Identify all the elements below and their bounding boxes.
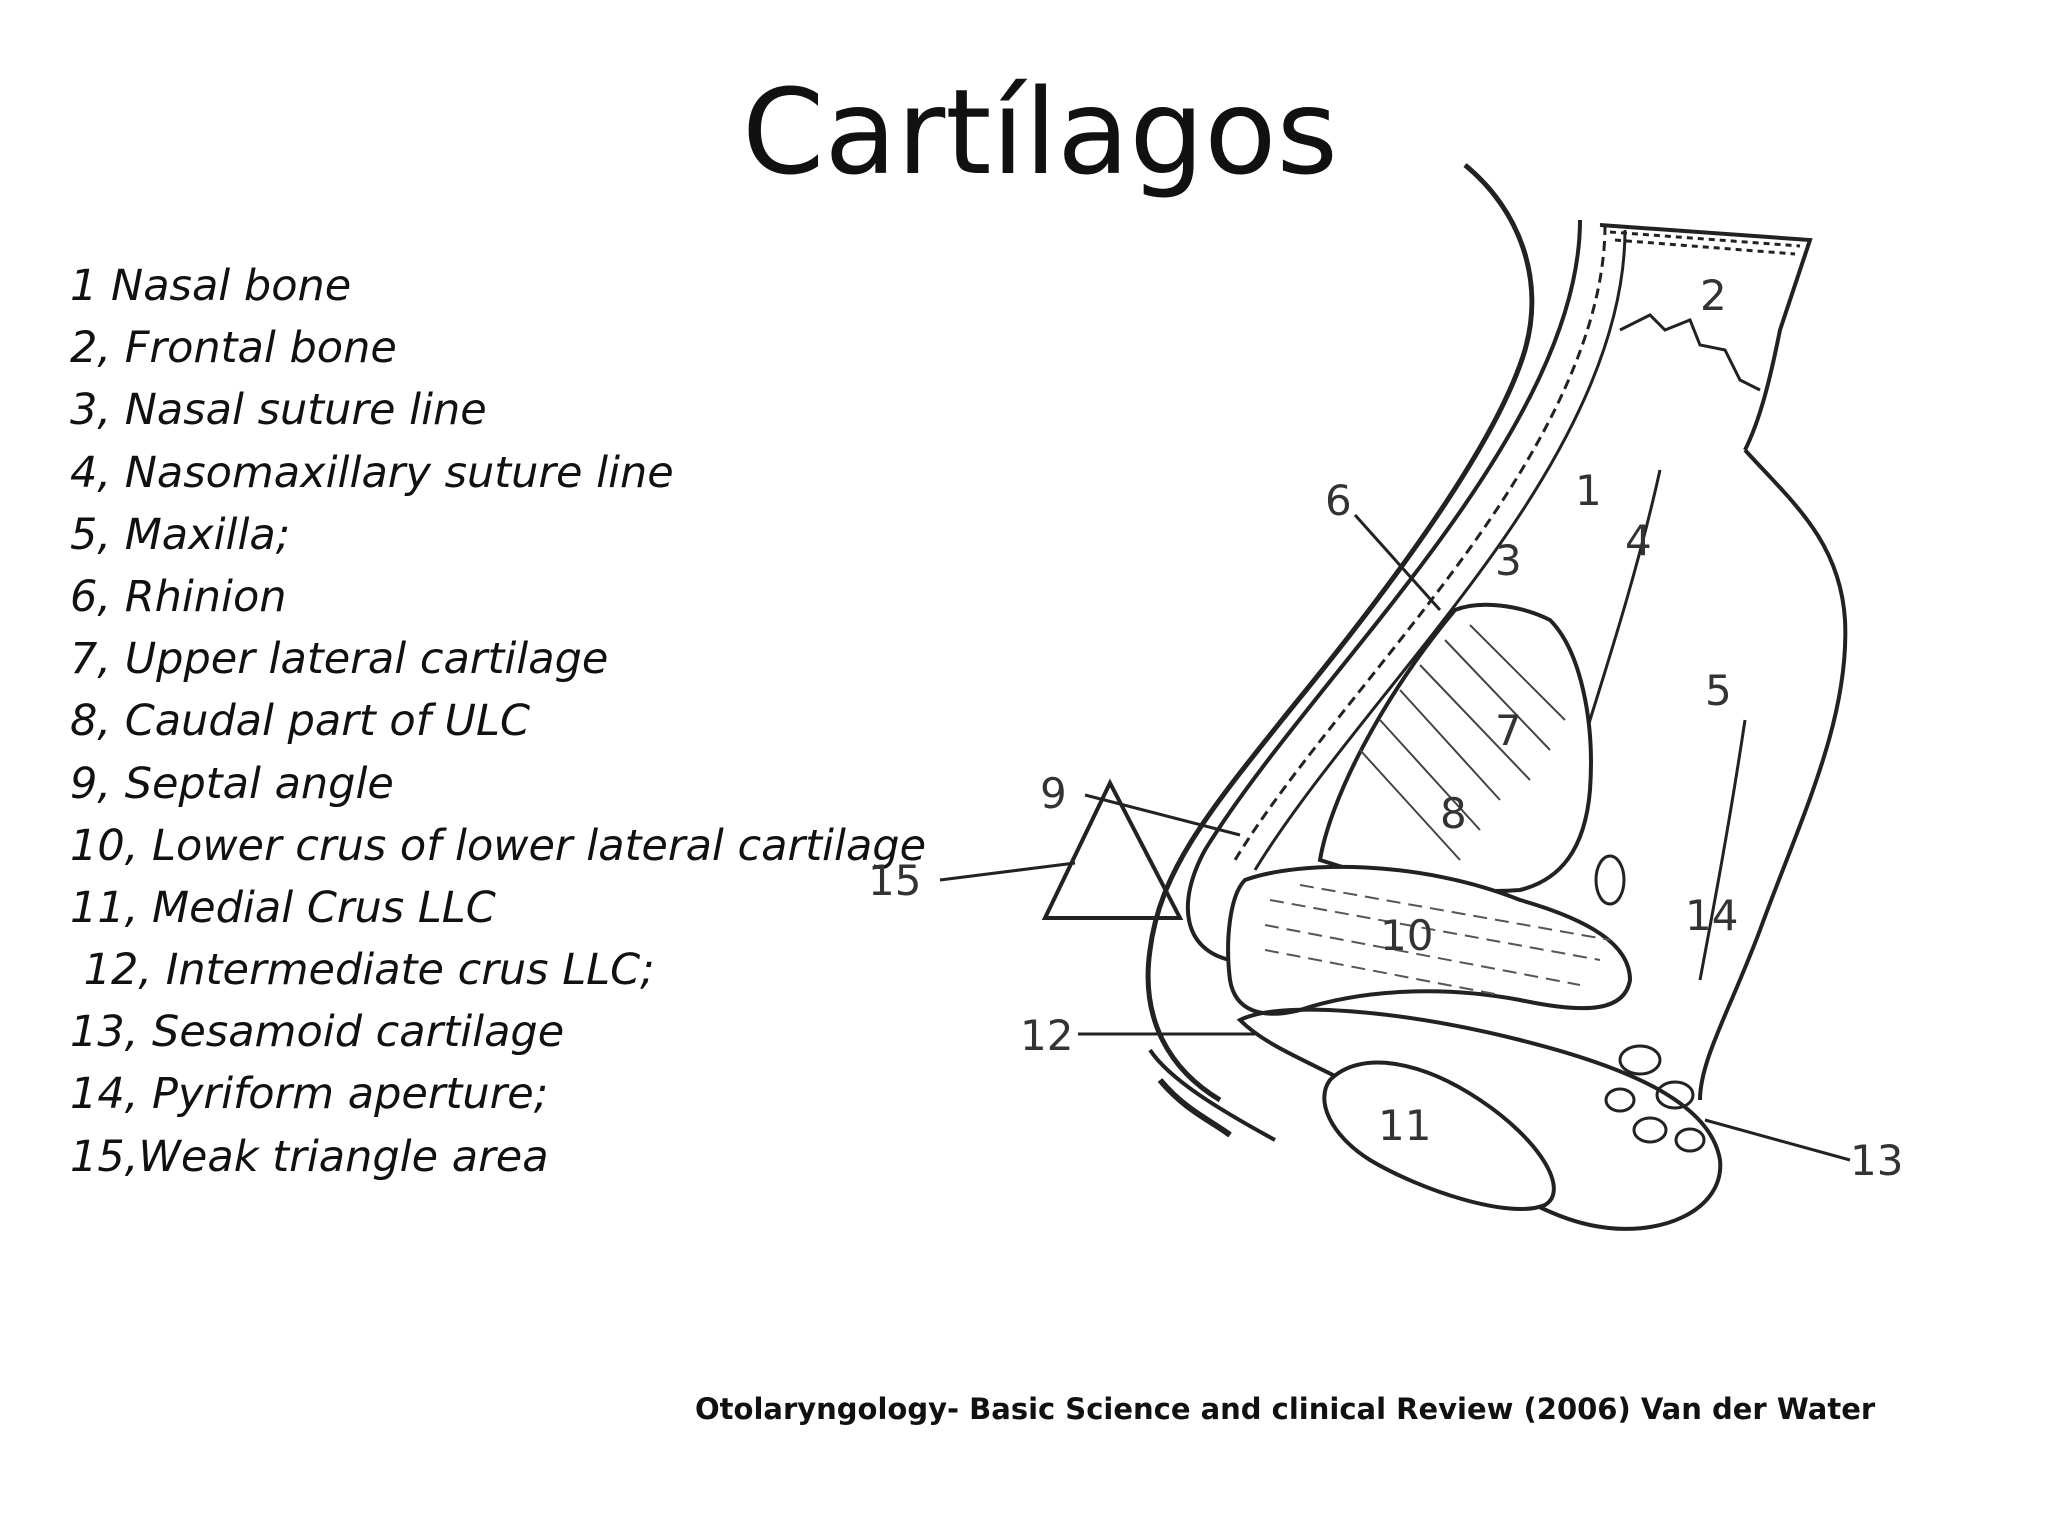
- label-15: 15: [868, 856, 921, 905]
- legend-item: 11, Medial Crus LLC: [70, 882, 496, 933]
- maxilla-outline: [1698, 448, 1848, 1101]
- label-14: 14: [1685, 891, 1738, 940]
- frontal-bone-trabeculae: [1609, 230, 1801, 256]
- legend-item: 5, Maxilla;: [70, 509, 291, 560]
- frontal-bone-outline: [1599, 223, 1813, 451]
- legend-item: 3, Nasal suture line: [70, 385, 487, 436]
- label-6: 6: [1325, 476, 1352, 525]
- legend-item: 15,Weak triangle area: [70, 1131, 549, 1182]
- legend-item: 6, Rhinion: [70, 571, 287, 622]
- leader-lines: [939, 513, 1851, 1162]
- label-5: 5: [1705, 666, 1732, 715]
- lower-lateral-cartilage: [1226, 864, 1633, 1016]
- lip-line: [1157, 1078, 1232, 1138]
- soft-tissue-band: [1185, 219, 1582, 962]
- nasal-anatomy-diagram: 2 1 6 3 4 5 7 8 9 15 14 10 12 11 13: [868, 163, 1903, 1231]
- label-1: 1: [1575, 466, 1602, 515]
- soft-tissue-band-inner: [1233, 224, 1607, 861]
- legend-item: 2, Frontal bone: [70, 323, 397, 374]
- columella-line: [1148, 1048, 1276, 1142]
- label-8: 8: [1440, 789, 1467, 838]
- label-11: 11: [1378, 1101, 1431, 1150]
- legend-item: 1 Nasal bone: [70, 261, 352, 311]
- label-7: 7: [1495, 706, 1522, 755]
- legend-item: 8, Caudal part of ULC: [70, 696, 531, 747]
- label-2: 2: [1700, 271, 1727, 320]
- soft-tissue-band-inner-2: [1253, 229, 1627, 871]
- upper-lateral-cartilage: [1317, 602, 1593, 893]
- skin-profile-line: [1145, 163, 1535, 1103]
- label-3: 3: [1495, 536, 1522, 585]
- legend-item: 12, Intermediate crus LLC;: [70, 945, 655, 996]
- nostril-opening: [1322, 1060, 1556, 1211]
- legend-item: 10, Lower crus of lower lateral cartilag…: [70, 820, 927, 871]
- llc-hatching: [1264, 884, 1611, 996]
- legend-item: 9, Septal angle: [70, 758, 394, 809]
- slide-title: Cartílagos: [742, 63, 1338, 201]
- legend-item: 4, Nasomaxillary suture line: [70, 447, 674, 498]
- ulc-hatching: [1359, 624, 1566, 861]
- legend-item: 13, Sesamoid cartilage: [70, 1007, 565, 1058]
- label-10: 10: [1380, 911, 1433, 960]
- pyriform-aperture-edge: [1698, 719, 1747, 981]
- legend-item: 14, Pyriform aperture;: [70, 1069, 549, 1120]
- weak-triangle: [1041, 778, 1184, 920]
- label-4: 4: [1625, 516, 1652, 565]
- legend-list: 1 Nasal bone 2, Frontal bone 3, Nasal su…: [70, 255, 926, 1188]
- label-13: 13: [1850, 1136, 1903, 1185]
- sesamoid-cartilages: [1594, 854, 1706, 1153]
- source-citation: Otolaryngology- Basic Science and clinic…: [695, 1392, 1876, 1426]
- label-9: 9: [1040, 769, 1067, 818]
- nasofrontal-suture: [1619, 313, 1761, 392]
- legend-item: 7, Upper lateral cartilage: [70, 634, 609, 685]
- label-12: 12: [1020, 1011, 1073, 1060]
